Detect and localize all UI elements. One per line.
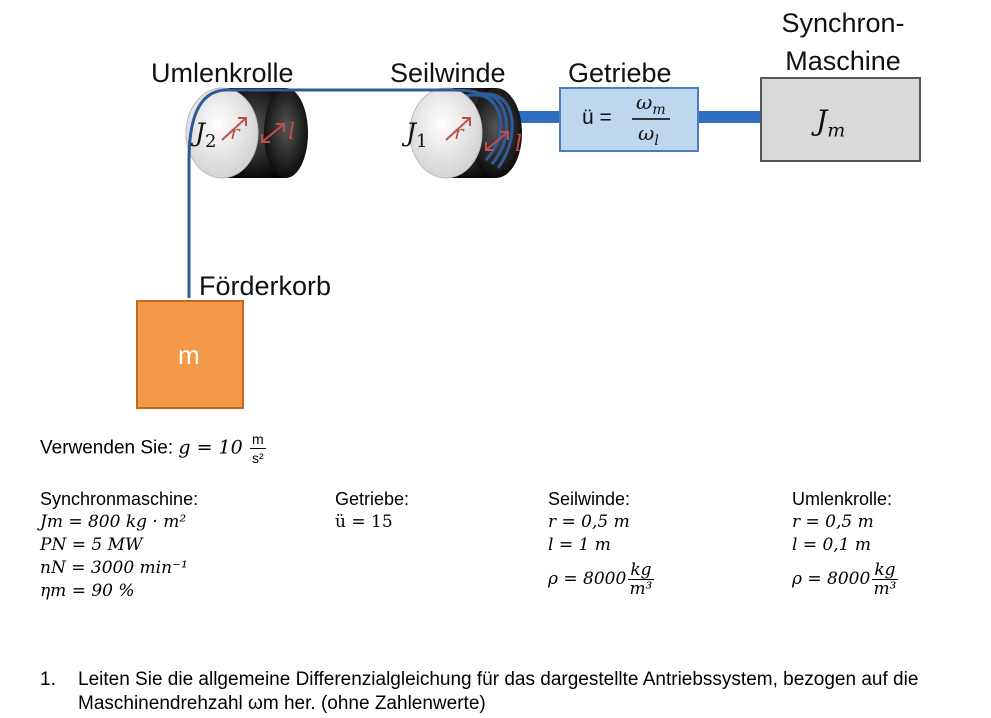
mass-label: m [178, 340, 200, 370]
gearbox-box [559, 87, 699, 152]
pulley-inertia: J2 [195, 118, 217, 152]
hoist-cage [136, 300, 244, 409]
rope [187, 88, 496, 298]
motor-inertia: Jm [816, 104, 846, 142]
winch-label: Seilwinde [390, 58, 506, 88]
pulley-radius-label: r [230, 120, 240, 144]
motor-label-line1: Synchron- [781, 8, 905, 38]
motor-params: Synchronmaschine: Jm = 800 kg · m² PN = … [40, 489, 199, 601]
pulley-radius-arrow [221, 117, 247, 141]
gearbox-params: Getriebe: ü = 15 [335, 489, 410, 532]
task-text: Leiten Sie die allgemeine Differenzialgl… [78, 669, 919, 714]
cage-label: Förderkorb [199, 271, 332, 301]
winch-length-label: l [515, 132, 523, 157]
winch-radius-label: r [454, 120, 464, 144]
deflection-pulley [185, 87, 308, 179]
motor-label-line2: Maschine [785, 46, 901, 76]
ratio-denominator: ωl [638, 121, 659, 149]
pulley-params: Umlenkrolle: r = 0,5 m l = 0,1 m ρ = 800… [792, 489, 898, 599]
task-number: 1. [40, 669, 56, 690]
ratio-numerator: ωm [636, 90, 666, 118]
winch-inertia: J1 [406, 118, 428, 152]
synchronous-motor-box [760, 77, 921, 162]
winch-drum [409, 87, 522, 179]
ratio-lhs: ü = [582, 106, 612, 129]
pulley-label: Umlenkrolle [151, 58, 294, 88]
winch-length-arrow [485, 131, 509, 151]
pulley-length-arrow [261, 123, 285, 143]
pulley-length-label: l [288, 120, 296, 145]
winch-radius-arrow [445, 117, 471, 141]
drive-system-diagram [136, 77, 921, 409]
gearbox-label: Getriebe [568, 58, 672, 88]
